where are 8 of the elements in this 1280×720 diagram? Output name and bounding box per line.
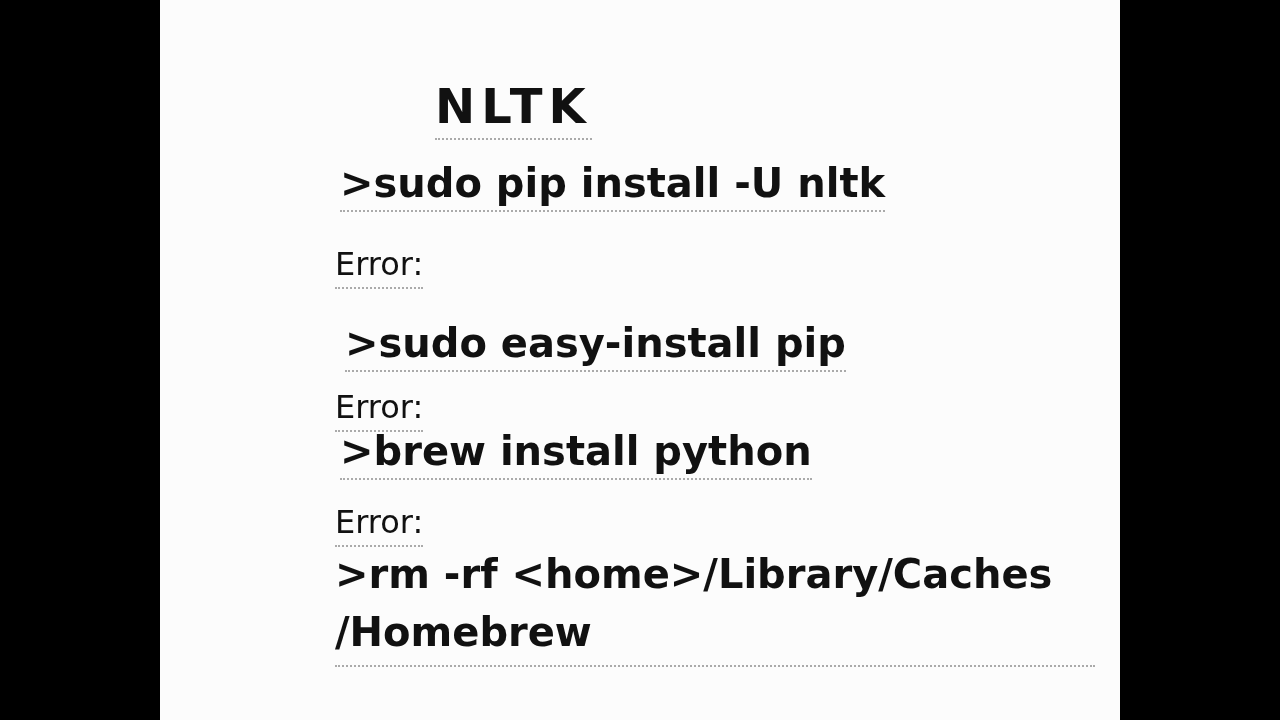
error-note: Error: — [335, 503, 424, 547]
command-line: >sudo pip install -U nltk — [340, 160, 886, 212]
command-line: >brew install python — [340, 428, 812, 480]
command-line: >sudo easy-install pip — [345, 320, 846, 372]
error-note: Error: — [335, 388, 424, 432]
command-line: >rm -rf <home>/Library/Caches /Homebrew — [335, 545, 1095, 667]
error-note: Error: — [335, 245, 424, 289]
page-title: NLTK — [435, 78, 592, 140]
